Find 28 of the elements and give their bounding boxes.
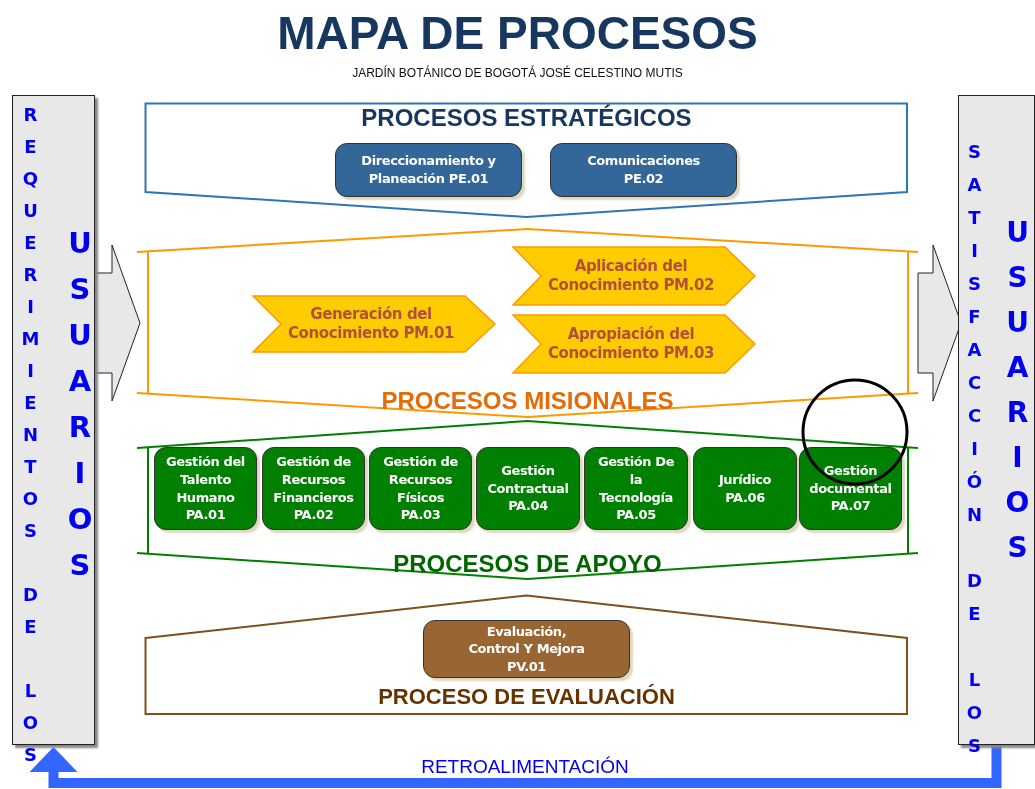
band-title: PROCESOS MISIONALES: [381, 388, 674, 415]
process-box: Comunicaciones PE.02: [550, 143, 737, 197]
block-arrow: [94, 244, 141, 402]
process-band: [145, 103, 908, 218]
subtitle: JARDÍN BOTÁNICO DE BOGOTÁ JOSÉ CELESTINO MUTIS: [351, 66, 684, 80]
chevron-box: Apropiación del Conocimiento PM.03: [513, 315, 755, 373]
vertical-heading: USUARIOS: [1003, 216, 1031, 576]
band-title: PROCESOS ESTRATÉGICOS: [361, 105, 692, 132]
process-box: Gestión del Talento Humano PA.01: [154, 447, 257, 530]
process-box: Evaluación, Control Y Mejora PV.01: [423, 620, 630, 678]
process-band: [137, 420, 918, 580]
process-box: Gestión de Recursos Físicos PA.03: [369, 447, 472, 530]
vertical-heading: USUARIOS: [65, 226, 94, 594]
chevron-box: Generación del Conocimiento PM.01: [253, 296, 495, 352]
band-title: PROCESOS DE APOYO: [393, 551, 662, 578]
vertical-text: SATISFACCIÓN DE LOS: [965, 141, 983, 768]
process-band: [145, 595, 908, 715]
process-box: Jurídico PA.06: [693, 447, 797, 530]
process-box: Gestión documental PA.07: [799, 447, 902, 530]
process-band: [137, 228, 918, 418]
process-box: Gestión De la Tecnología PA.05: [584, 447, 688, 530]
process-box: Direccionamiento y Planeación PE.01: [335, 143, 522, 197]
title: MAPA DE PROCESOS: [276, 6, 759, 60]
chevron-box: Aplicación del Conocimiento PM.02: [513, 247, 755, 305]
band-title: PROCESO DE EVALUACIÓN: [378, 685, 675, 710]
process-box: Gestión Contractual PA.04: [476, 447, 580, 530]
vertical-text: REQUERIMIENTOS DE LOS: [21, 104, 39, 776]
process-box: Gestión de Recursos Financieros PA.02: [262, 447, 365, 530]
